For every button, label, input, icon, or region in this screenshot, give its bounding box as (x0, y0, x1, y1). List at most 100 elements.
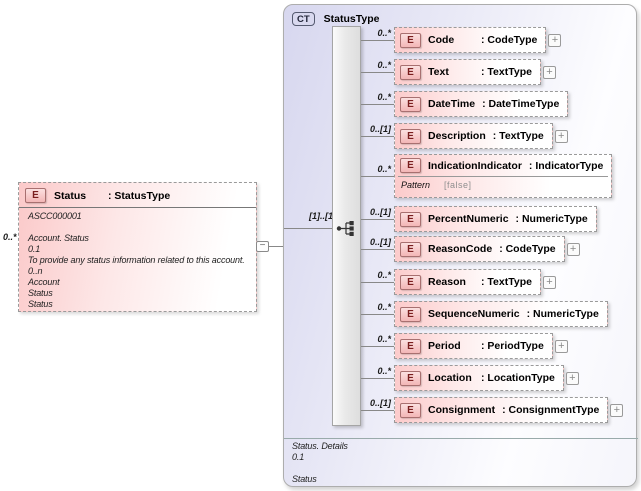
doc-line: Status (28, 299, 53, 309)
element-type: : CodeType (481, 34, 538, 46)
element-box-period[interactable]: E Period : PeriodType (394, 333, 553, 359)
element-name: PercentNumeric (428, 213, 509, 225)
doc-line (28, 222, 250, 233)
connector-line (361, 176, 394, 177)
element-box-indicationindicator[interactable]: E IndicationIndicator : IndicatorType Pa… (394, 154, 613, 198)
element-name: Code (428, 34, 455, 46)
expand-button[interactable]: + (554, 129, 568, 143)
element-name: SequenceNumeric (428, 308, 520, 320)
element-box-reasoncode[interactable]: E ReasonCode : CodeType (394, 236, 565, 262)
element-box-description[interactable]: E Description : TextType (394, 123, 553, 149)
element-name: ReasonCode (428, 243, 493, 255)
doc-line: Account (28, 277, 60, 287)
connector-line (361, 72, 394, 73)
cardinality-label: 0..* (377, 366, 391, 376)
element-box-code[interactable]: E Code : CodeType (394, 27, 547, 53)
element-box-location[interactable]: E Location : LocationType (394, 365, 564, 391)
element-box-percentnumeric[interactable]: E PercentNumeric : NumericType (394, 206, 597, 232)
element-type: : LocationType (481, 372, 555, 384)
element-type: : DateTimeType (482, 98, 560, 110)
element-type: : ConsignmentType (502, 404, 600, 416)
element-badge: E (400, 370, 421, 386)
complextype-annotation: Status. Details 0.1 Status (292, 441, 348, 485)
connector-line (361, 346, 394, 347)
element-box-status[interactable]: E Status : StatusType ASCC000001 Account… (18, 182, 257, 312)
cardinality-label: 0..[1] (369, 207, 391, 217)
expand-button[interactable]: + (565, 371, 579, 385)
element-type: : TextType (492, 130, 544, 142)
element-type: : CodeType (499, 243, 556, 255)
doc-line: 0.1 (28, 244, 41, 254)
connector-line (361, 249, 394, 250)
complextype-title: StatusType (323, 13, 380, 25)
element-badge: E (400, 306, 421, 322)
connector-line (361, 40, 394, 41)
connector-line (361, 314, 394, 315)
element-name: Location (428, 372, 472, 384)
cardinality-label: 0..[1] (369, 124, 391, 134)
expand-button[interactable]: + (554, 339, 568, 353)
doc-line: Account. Status (28, 233, 89, 243)
ct-footer-line: 0.1 (292, 452, 305, 462)
element-name: DateTime (428, 98, 476, 110)
connector-line (361, 136, 394, 137)
doc-line: ASCC000001 (28, 211, 82, 221)
element-box-reason[interactable]: E Reason : TextType (394, 269, 541, 295)
element-box-datetime[interactable]: E DateTime : DateTimeType (394, 91, 569, 117)
element-header: E Status : StatusType (19, 183, 256, 208)
cardinality-label: 0..[1] (369, 398, 391, 408)
cardinality-label: 0..* (377, 60, 391, 70)
connector-line (269, 246, 283, 247)
element-name: Period (428, 340, 461, 352)
element-box-consignment[interactable]: E Consignment : ConsignmentType (394, 397, 609, 423)
element-type: : PeriodType (481, 340, 544, 352)
element-badge: E (400, 274, 421, 290)
cardinality-label: 0..* (377, 28, 391, 38)
doc-line: 0..n (28, 266, 43, 276)
element-badge: E (400, 64, 421, 80)
root-cardinality-label: [1]..[1] (309, 211, 336, 221)
element-badge: E (400, 32, 421, 48)
element-annotation: ASCC000001 Account. Status 0.1 To provid… (19, 208, 256, 310)
cardinality-label: 0..[1] (369, 237, 391, 247)
connector-line (361, 104, 394, 105)
element-type: : TextType (481, 66, 532, 78)
element-type: : NumericType (526, 308, 599, 320)
collapse-button[interactable]: − (256, 241, 269, 252)
doc-line: To provide any status information relate… (28, 255, 245, 265)
complextype-badge: CT (292, 12, 315, 26)
ct-footer-line: Status (292, 474, 317, 484)
sequence-icon (336, 221, 354, 236)
expand-button[interactable]: + (542, 65, 556, 79)
element-name: Description (428, 130, 486, 142)
element-name: Text (428, 66, 449, 78)
element-type: : IndicatorType (528, 159, 604, 172)
expand-button[interactable]: + (610, 403, 624, 417)
ct-footer-line: Status. Details (292, 441, 348, 451)
element-box-text[interactable]: E Text : TextType (394, 59, 541, 85)
complextype-box-statustype: CT StatusType [1]..[1] 0..* E Code : Cod… (283, 4, 638, 487)
element-badge: E (400, 128, 421, 144)
expand-button[interactable]: + (566, 242, 580, 256)
cardinality-label-status: 0..* (3, 232, 17, 242)
expand-button[interactable]: + (548, 33, 562, 47)
element-name: IndicationIndicator (428, 159, 522, 172)
element-type: : NumericType (515, 213, 588, 225)
expand-button[interactable]: + (542, 275, 556, 289)
facet-pattern-label: Pattern (401, 180, 431, 190)
cardinality-label: 0..* (377, 334, 391, 344)
element-badge: E (400, 338, 421, 354)
element-box-sequencenumeric[interactable]: E SequenceNumeric : NumericType (394, 301, 608, 327)
element-name: Reason (428, 276, 466, 288)
element-type: : TextType (481, 276, 532, 288)
element-type: : StatusType (108, 189, 171, 202)
ct-footer-line (292, 463, 348, 474)
element-badge: E (400, 241, 421, 257)
connector-line (361, 378, 394, 379)
connector-line (361, 410, 394, 411)
complextype-header: CT StatusType (292, 12, 380, 26)
root-connector-line (284, 228, 338, 229)
element-badge: E (400, 402, 421, 418)
element-name: Status (54, 189, 87, 202)
